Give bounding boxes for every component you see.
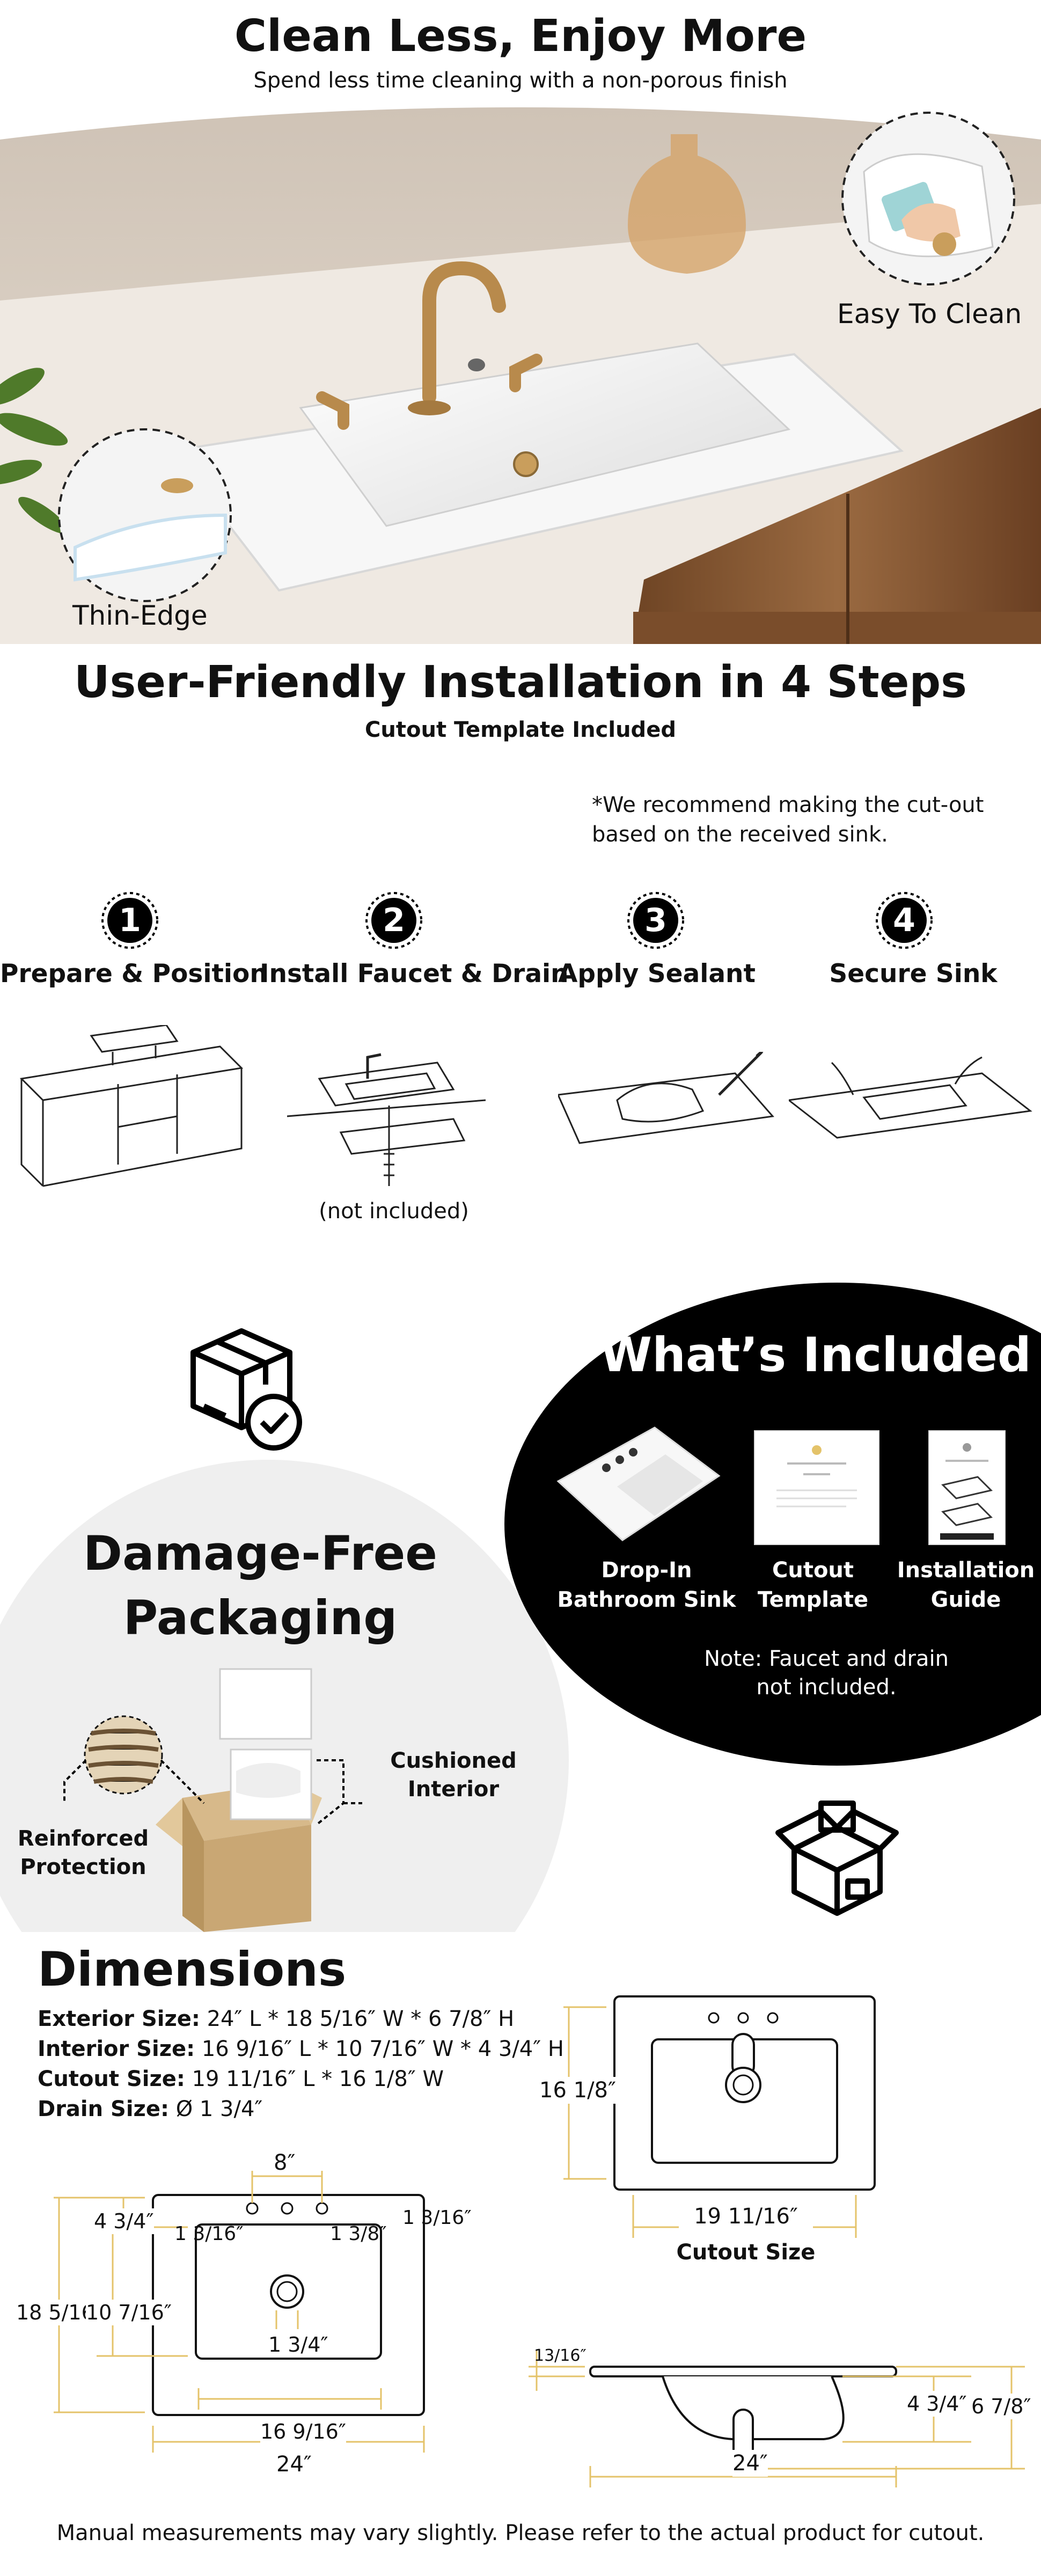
- step-label-3: Apply Sealant: [558, 959, 756, 989]
- front-dim-24: 24″: [276, 2451, 312, 2478]
- spec-drain-label: Drain Size:: [38, 2097, 169, 2121]
- spec-drain: Drain Size: Ø 1 3/4″: [38, 2095, 262, 2124]
- hero-subtitle: Spend less time cleaning with a non-poro…: [253, 68, 788, 93]
- hero-title: Clean Less, Enjoy More: [234, 11, 807, 62]
- spec-drain-value: Ø 1 3/4″: [175, 2097, 263, 2121]
- front-dim-10716: 10 7/16″: [86, 2300, 172, 2325]
- cutout-size-label: Cutout Size: [676, 2240, 816, 2265]
- front-dimension-diagram: [38, 2152, 467, 2490]
- dimensions-title: Dimensions: [38, 1942, 347, 1997]
- side-dim-678: 6 7/8″: [971, 2394, 1031, 2419]
- spec-interior-value: 16 9/16″ L * 10 7/16″ W * 4 3/4″ H: [201, 2037, 564, 2061]
- step-label-1: Prepare & Position: [0, 959, 268, 989]
- included-template-image: [754, 1430, 879, 1545]
- package-check-icon: [188, 1326, 306, 1454]
- spec-interior: Interior Size: 16 9/16″ L * 10 7/16″ W *…: [38, 2035, 564, 2064]
- step-label-2: Install Faucet & Drain: [260, 959, 569, 989]
- spec-exterior-label: Exterior Size:: [38, 2007, 200, 2031]
- hero-photo: [0, 107, 1041, 644]
- packaging-label-cushioned-2: Interior: [407, 1777, 500, 1802]
- step-illustration-2: [287, 1046, 491, 1202]
- spec-cutout-value: 19 11/16″ L * 16 1/8″ W: [192, 2067, 444, 2091]
- packaging-illustration: [59, 1664, 445, 1932]
- spec-interior-label: Interior Size:: [38, 2037, 195, 2061]
- spec-exterior: Exterior Size: 24″ L * 18 5/16″ W * 6 7/…: [38, 2004, 514, 2034]
- included-item-1-line2: Bathroom Sink: [557, 1587, 736, 1612]
- side-dimension-diagram: [520, 2345, 1036, 2490]
- step-badge-3: 3: [626, 891, 685, 950]
- packaging-label-reinforced-2: Protection: [20, 1855, 146, 1879]
- step-illustration-1: [16, 1024, 247, 1197]
- front-dim-134: 1 3/4″: [268, 2333, 328, 2357]
- front-dim-1316c: 1 3/16″: [402, 2207, 472, 2229]
- step-number-3: 3: [644, 902, 667, 939]
- included-item-1-line1: Drop-In: [601, 1558, 692, 1583]
- included-guide-image: [928, 1430, 1006, 1545]
- included-note-line2: not included.: [756, 1675, 897, 1700]
- front-dim-8: 8″: [274, 2150, 296, 2175]
- packaging-label-reinforced-1: Reinforced: [17, 1826, 149, 1851]
- step-illustration-4: [787, 1052, 1036, 1148]
- step-label-4: Secure Sink: [829, 959, 998, 989]
- side-dim-24: 24″: [732, 2450, 768, 2477]
- cutout-diagram: [537, 1986, 912, 2275]
- install-title: User-Friendly Installation in 4 Steps: [74, 657, 967, 708]
- step-badge-1: 1: [100, 891, 159, 950]
- included-title: What’s Included: [600, 1327, 1031, 1382]
- open-box-icon: [773, 1795, 901, 1919]
- step-number-2: 2: [383, 902, 405, 939]
- step-illustration-3: [556, 1045, 778, 1159]
- hero-callout-easy-to-clean: Easy To Clean: [837, 298, 1022, 330]
- side-dim-434: 4 3/4″: [907, 2391, 967, 2417]
- included-item-2-line2: Template: [757, 1587, 869, 1612]
- included-item-3-line2: Guide: [930, 1587, 1001, 1612]
- packaging-title-line2: Packaging: [123, 1590, 398, 1645]
- front-dim-1316a: 1 3/16″: [174, 2223, 244, 2245]
- front-dim-16916: 16 9/16″: [260, 2419, 346, 2445]
- step2-note: (not included): [319, 1199, 469, 1224]
- install-note-line1: *We recommend making the cut-out: [592, 793, 984, 817]
- packaging-title-line1: Damage-Free: [83, 1526, 437, 1581]
- step-badge-2: 2: [364, 891, 423, 950]
- side-dim-1316: 13/16″: [534, 2346, 587, 2365]
- spec-exterior-value: 24″ L * 18 5/16″ W * 6 7/8″ H: [207, 2007, 515, 2031]
- packaging-label-cushioned-1: Cushioned: [390, 1748, 517, 1773]
- footer-note: Manual measurements may vary slightly. P…: [56, 2521, 985, 2545]
- included-note-line1: Note: Faucet and drain: [704, 1646, 949, 1671]
- install-note-line2: based on the received sink.: [592, 822, 888, 847]
- step-number-4: 4: [893, 902, 915, 939]
- included-item-3-line1: Installation: [897, 1558, 1035, 1583]
- install-subtitle: Cutout Template Included: [365, 718, 676, 742]
- hero-callout-thin-edge: Thin-Edge: [72, 600, 208, 631]
- front-dim-434: 4 3/4″: [94, 2208, 154, 2234]
- included-item-2-line1: Cutout: [772, 1558, 854, 1583]
- spec-cutout-label: Cutout Size:: [38, 2067, 185, 2091]
- front-dim-1316b: 1 3/8″: [330, 2223, 387, 2245]
- included-sink-image: [547, 1417, 724, 1551]
- step-badge-4: 4: [875, 891, 934, 950]
- cutout-dim-height: 16 1/8″: [539, 2077, 616, 2104]
- spec-cutout: Cutout Size: 19 11/16″ L * 16 1/8″ W: [38, 2065, 444, 2094]
- cutout-dim-width: 19 11/16″: [679, 2203, 813, 2230]
- step-number-1: 1: [119, 902, 141, 939]
